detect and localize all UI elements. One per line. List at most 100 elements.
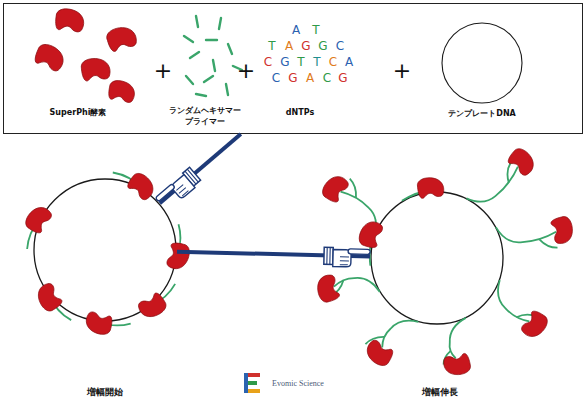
enzyme (125, 170, 158, 202)
stage-label: 増幅伸長 (422, 386, 458, 398)
nucleotide-letter: A (306, 72, 314, 84)
pointing-hand (324, 247, 370, 267)
hand-knuckles (340, 257, 349, 265)
dna-strand (24, 219, 40, 249)
enzyme (319, 172, 350, 205)
dna-strand (176, 224, 182, 256)
connector-group (155, 134, 241, 212)
enzyme (417, 176, 445, 198)
cuff-stripe (327, 247, 330, 264)
amplification-extension-circle: 増幅伸長 (370, 191, 504, 325)
nucleotide-letter: G (338, 72, 347, 84)
primer (204, 76, 213, 82)
primer-group (184, 16, 242, 96)
enzyme-group (33, 7, 138, 103)
logo-mark (244, 373, 260, 393)
primer (186, 76, 193, 84)
nucleotide-letter: C (264, 56, 272, 68)
nucleotide-letter: T (297, 56, 304, 68)
primer (228, 44, 232, 54)
complex (14, 201, 56, 253)
primer (196, 16, 198, 27)
complex (317, 169, 393, 236)
nucleotide-letter: C (336, 40, 344, 52)
enzyme (33, 41, 68, 73)
dna-strand (99, 321, 131, 327)
primer (206, 39, 217, 41)
enzyme (165, 241, 191, 271)
dna-strand (363, 235, 381, 266)
enzyme (314, 273, 340, 303)
dna-branch (539, 236, 557, 251)
dna-branch (328, 280, 347, 296)
reagent-label: SuperPhi酵素 (50, 107, 107, 118)
pointing-arrow (177, 252, 370, 257)
enzyme (550, 215, 575, 245)
reagent-label: ランダムヘキサマー プライマー (165, 105, 245, 127)
logo-bar (244, 373, 248, 393)
primer (226, 84, 228, 95)
nucleotide-letter: G (318, 40, 327, 52)
circle-outline (370, 191, 504, 325)
enzyme (506, 145, 539, 177)
nucleotide-letter: T (312, 24, 319, 36)
hand-cuff (324, 247, 333, 264)
amplification-start-circle: 増幅開始 (33, 178, 177, 322)
hand-cuff (183, 167, 201, 186)
complex (483, 280, 553, 342)
dna-branch (343, 179, 363, 198)
circle-outline (371, 192, 503, 324)
enzyme (81, 57, 111, 81)
enzyme (357, 218, 385, 249)
nucleotide-letter: G (288, 72, 297, 84)
complex (314, 263, 379, 307)
complex (400, 176, 444, 200)
dna-strand (466, 155, 520, 212)
nucleotide-letter: T (313, 56, 320, 68)
complex (360, 304, 419, 370)
pointing-arrow (160, 134, 241, 203)
primer (233, 66, 242, 70)
primer (196, 94, 206, 96)
logo-bar (248, 381, 257, 385)
cuff-stripe (185, 169, 198, 184)
nucleotide-letter: G (301, 40, 310, 52)
plus-sign: + (154, 60, 172, 82)
nucleotide-letter: G (280, 56, 289, 68)
dna-branch (365, 331, 384, 351)
nucleotide-letter: T (268, 40, 275, 52)
enzyme (54, 7, 85, 33)
primer (213, 60, 215, 71)
nucleotide-letter: C (323, 72, 331, 84)
primer (184, 36, 193, 42)
dna-strand (48, 296, 71, 323)
reagent-label: テンプレートDNA (448, 108, 516, 119)
complex (496, 212, 576, 260)
enzyme (84, 310, 114, 336)
nucleotide-letter: C (329, 56, 337, 68)
nucleotide-letter: C (272, 72, 280, 84)
complex (30, 279, 78, 330)
enzyme (107, 79, 137, 104)
logo-bar (248, 373, 260, 377)
dna-branch (516, 307, 536, 326)
complex (351, 218, 385, 265)
reagent-label: dNTPs (286, 107, 314, 118)
enzyme (105, 24, 138, 52)
nucleotide-letter: A (345, 56, 353, 68)
circle-outline (442, 23, 522, 103)
dna-strand (151, 284, 178, 307)
pointing-hand (155, 167, 202, 211)
complex (466, 143, 538, 218)
circle-outline (34, 179, 176, 321)
nucleotide-letter: A (292, 24, 300, 36)
enzyme (363, 338, 396, 369)
hand-finger (155, 184, 175, 202)
dna-strand (401, 190, 432, 201)
logo-bar (248, 389, 260, 393)
primer (190, 52, 199, 58)
extension-complexes (314, 143, 575, 377)
start-complexes (14, 160, 194, 339)
dna-branch (442, 351, 453, 364)
dna-strand (113, 170, 142, 189)
